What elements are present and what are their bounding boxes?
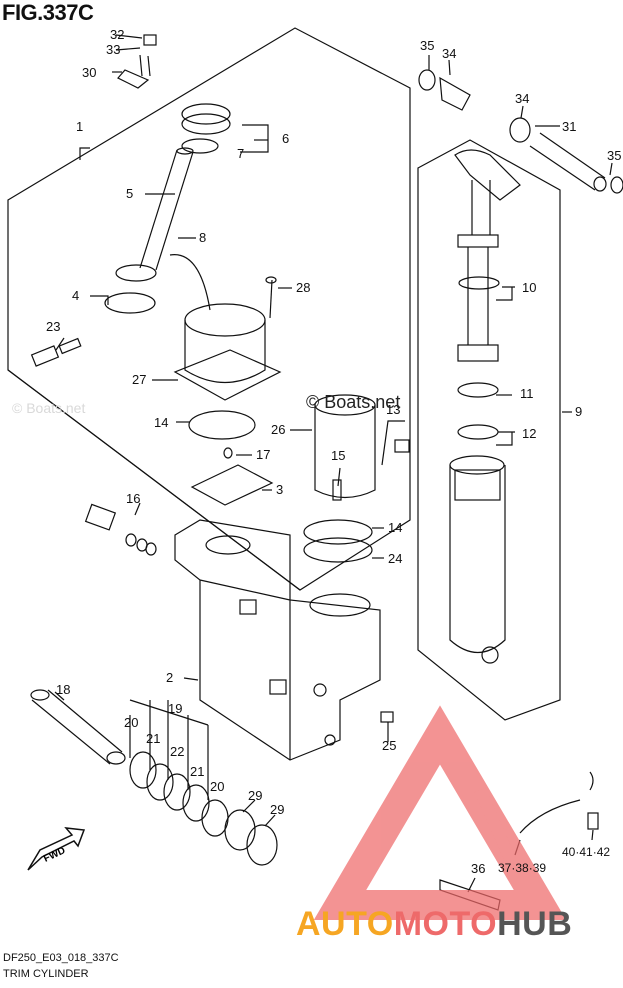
callout-6: 6: [282, 131, 289, 146]
callout-14a: 14: [154, 415, 168, 430]
watermark-faint: © Boats.net: [12, 400, 86, 416]
callout-3: 3: [276, 482, 283, 497]
callout-21b: 21: [190, 764, 204, 779]
callout-30: 30: [82, 65, 96, 80]
pipe-5: [104, 147, 194, 314]
shaft-18: [30, 689, 126, 765]
callout-33: 33: [106, 42, 120, 57]
callout-31: 31: [562, 119, 576, 134]
assembly-outline-9: [417, 139, 561, 721]
callout-19: 19: [168, 701, 182, 716]
callout-20a: 20: [124, 715, 138, 730]
logo-part-moto: MOTO: [393, 905, 498, 943]
callout-2: 2: [166, 670, 173, 685]
logo-part-auto: AUTO: [296, 905, 394, 943]
callout-17: 17: [256, 447, 270, 462]
callout-11: 11: [520, 386, 534, 401]
callout-35a: 35: [420, 38, 434, 53]
callout-37-38-39: 37·38·39: [498, 861, 546, 875]
callout-20b: 20: [210, 779, 224, 794]
callout-4: 4: [72, 288, 79, 303]
callout-28: 28: [296, 280, 310, 295]
callout-1: 1: [76, 119, 83, 134]
cylinder-26: [314, 394, 376, 501]
callout-32: 32: [110, 27, 124, 42]
logo-part-hub: HUB: [497, 905, 573, 943]
callout-29a: 29: [248, 788, 262, 803]
logo-triangle-icon: [313, 705, 567, 920]
callout-13: 13: [386, 402, 400, 417]
callout-5: 5: [126, 186, 133, 201]
pin-31: [418, 69, 623, 194]
callout-8: 8: [199, 230, 206, 245]
callout-34a: 34: [442, 46, 456, 61]
motor-27: [169, 254, 282, 401]
assembly-outline-1: [7, 27, 411, 591]
callout-16: 16: [126, 491, 140, 506]
callout-34b: 34: [515, 91, 529, 106]
automotohub-logo: AUTOMOTOHUB: [296, 905, 572, 944]
callout-18: 18: [56, 682, 70, 697]
callout-12: 12: [522, 426, 536, 441]
valve-16: [84, 503, 157, 556]
callout-22: 22: [170, 744, 184, 759]
callout-7: 7: [237, 146, 244, 161]
callout-24: 24: [388, 551, 402, 566]
callout-40-41-42: 40·41·42: [562, 845, 610, 859]
callout-10: 10: [522, 280, 536, 295]
figure-title: FIG.337C: [2, 0, 94, 25]
callout-23: 23: [46, 319, 60, 334]
callout-15: 15: [331, 448, 345, 463]
cylinder-9: [449, 149, 521, 664]
figure-code: DF250_E03_018_337C: [3, 952, 119, 964]
figure-name: TRIM CYLINDER: [3, 968, 89, 980]
callout-14b: 14: [388, 520, 402, 535]
housing-2: [174, 519, 381, 761]
callout-26: 26: [271, 422, 285, 437]
watermark-text: © Boats.net: [306, 392, 401, 412]
plate-3: [190, 464, 274, 506]
callout-35b: 35: [607, 148, 621, 163]
callout-9: 9: [575, 404, 582, 419]
callout-27: 27: [132, 372, 146, 387]
fwd-arrow: FWD: [27, 827, 86, 871]
callout-21a: 21: [146, 731, 160, 746]
callout-36: 36: [471, 861, 485, 876]
callout-25: 25: [382, 738, 396, 753]
callout-29b: 29: [270, 802, 284, 817]
